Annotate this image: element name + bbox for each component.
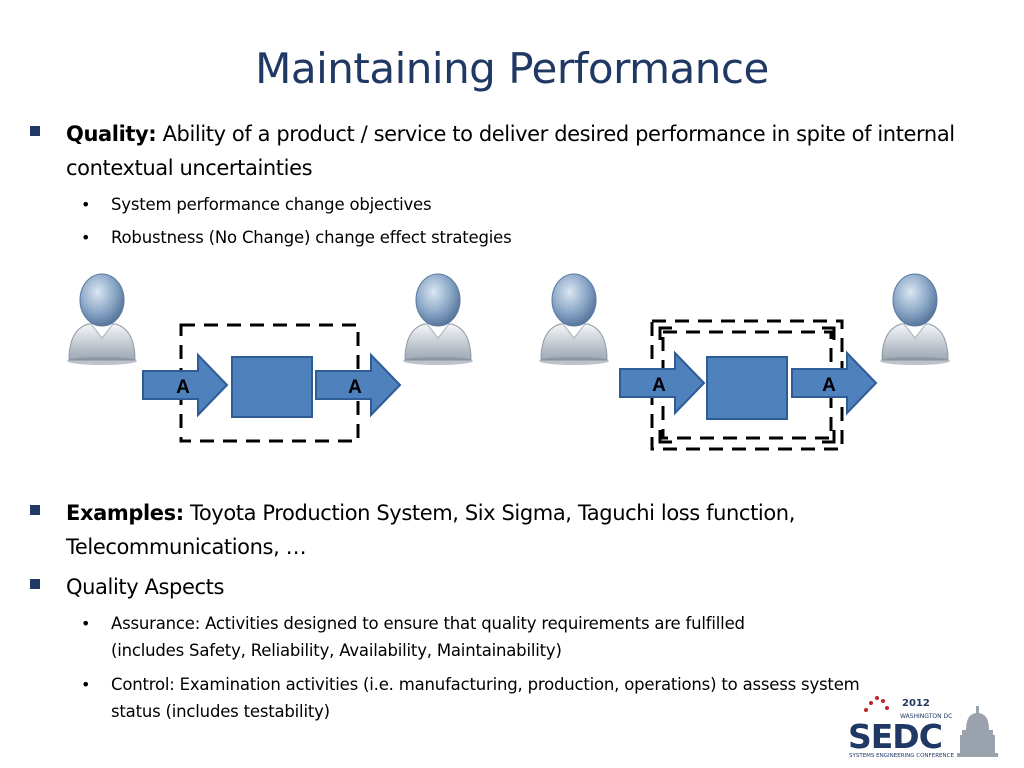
square-bullet-icon [30, 126, 40, 136]
system-box [706, 356, 788, 420]
quality-subitem-text: System performance change objectives [111, 195, 432, 214]
quality-subitem-1: • System performance change objectives [81, 191, 971, 218]
square-bullet-icon [30, 579, 40, 589]
slide-title: Maintaining Performance [255, 44, 769, 93]
capitol-dome-icon [957, 706, 998, 757]
quality-subitem-2: • Robustness (No Change) change effect s… [81, 224, 971, 251]
aspects-subitem-line: Control: Examination activities (i.e. ma… [111, 675, 860, 694]
right-input-label: A [652, 375, 666, 396]
star-icon [864, 696, 889, 712]
aspects-subitem-line: Assurance: Activities designed to ensure… [111, 614, 745, 633]
left-output-label: A [348, 377, 362, 398]
aspects-subitem-line: (includes Safety, Reliability, Availabil… [111, 641, 562, 660]
quality-text: Ability of a product / service to delive… [66, 122, 955, 180]
system-box [231, 356, 313, 418]
logo-location: WASHINGTON DC [900, 713, 952, 720]
dot-bullet-icon: • [81, 675, 91, 694]
person-icon [66, 273, 138, 366]
logo-name: SEDC [848, 717, 942, 756]
logo-subtitle: SYSTEMS ENGINEERING CONFERENCE [849, 753, 954, 759]
aspects-subitem-2: • Control: Examination activities (i.e. … [81, 671, 971, 725]
logo-year: 2012 [902, 698, 930, 709]
dot-bullet-icon: • [81, 614, 91, 633]
person-icon [538, 273, 610, 366]
quality-subitem-text: Robustness (No Change) change effect str… [111, 228, 512, 247]
aspects-label: Quality Aspects [66, 575, 224, 599]
aspects-bullet: Quality Aspects [30, 570, 986, 604]
right-output-label: A [822, 375, 836, 396]
square-bullet-icon [30, 505, 40, 515]
quality-bullet: Quality: Ability of a product / service … [30, 117, 986, 185]
examples-bullet: Examples: Toyota Production System, Six … [30, 496, 986, 564]
aspects-subitem-1: • Assurance: Activities designed to ensu… [81, 610, 971, 664]
examples-label: Examples: [66, 501, 184, 525]
person-icon [402, 273, 474, 366]
left-input-label: A [176, 377, 190, 398]
examples-text: Toyota Production System, Six Sigma, Tag… [66, 501, 795, 559]
corner-brackets [658, 326, 836, 444]
person-icon [879, 273, 951, 366]
dot-bullet-icon: • [81, 228, 91, 247]
quality-label: Quality: [66, 122, 157, 146]
aspects-subitem-line: status (includes testability) [111, 702, 330, 721]
sedc-logo: 2012 WASHINGTON DC SEDC SYSTEMS ENGINEER… [848, 696, 998, 759]
dot-bullet-icon: • [81, 195, 91, 214]
